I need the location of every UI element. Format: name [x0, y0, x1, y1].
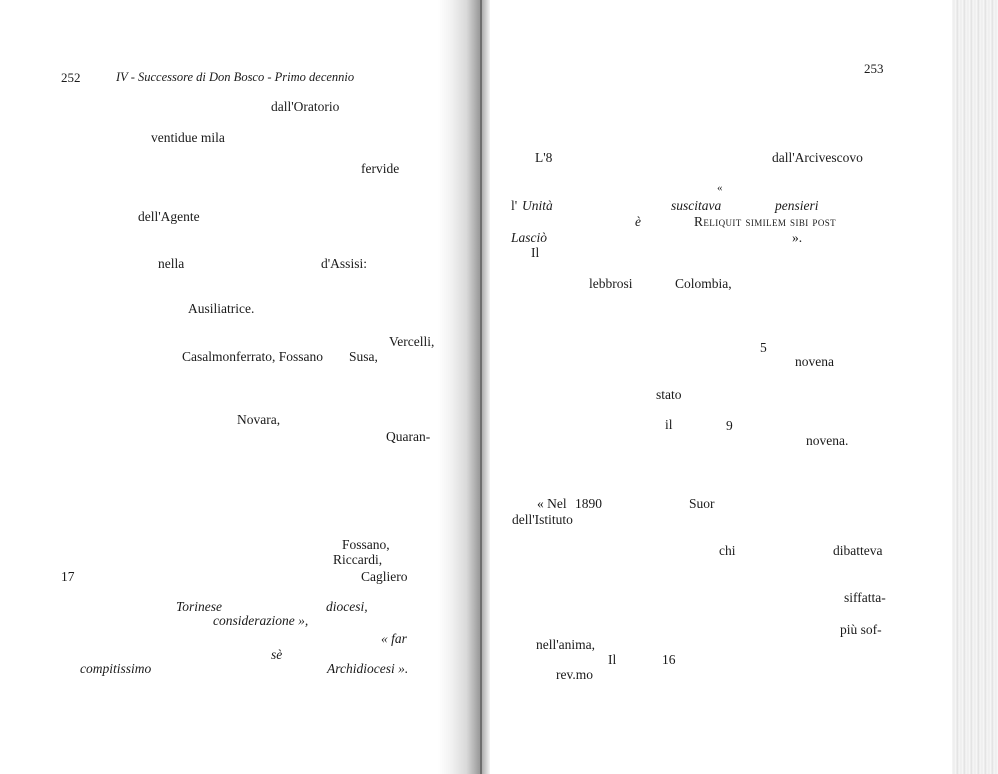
text-fragment: Il: [531, 245, 540, 260]
text-fragment: fervide: [361, 161, 400, 176]
text-fragment: dall'Arcivescovo: [772, 150, 863, 165]
text-fragment: dell'Agente: [138, 209, 200, 224]
text-fragment: più sof-: [840, 622, 882, 637]
text-fragment: nell'anima,: [536, 637, 596, 652]
text-fragment: Reliquit similem sibi post: [694, 214, 837, 229]
page-edge-stack: [952, 0, 998, 774]
text-fragment: Il: [608, 652, 617, 667]
text-fragment: lebbrosi: [589, 276, 633, 291]
text-fragment: 5: [760, 340, 767, 355]
text-fragment: rev.mo: [556, 667, 593, 682]
text-fragment: Suor: [689, 496, 715, 511]
text-fragment: il: [665, 417, 673, 432]
text-fragment: pensieri: [775, 198, 819, 213]
text-fragment: stato: [656, 387, 682, 402]
text-fragment: « Nel: [537, 496, 567, 511]
text-fragment: L'8: [535, 150, 553, 165]
text-fragment: dell'Istituto: [512, 512, 573, 527]
text-fragment: Archidiocesi ».: [327, 661, 409, 676]
book-fold-line: [480, 0, 482, 774]
text-fragment: Torinese: [176, 599, 223, 614]
text-fragment: 16: [662, 652, 676, 667]
page-number-left: 252: [61, 70, 81, 85]
text-fragment: novena: [795, 354, 834, 369]
text-fragment: nella: [158, 256, 185, 271]
text-fragment: Riccardi,: [333, 552, 383, 567]
page-number-right: 253: [864, 61, 884, 76]
text-fragment: «: [717, 182, 723, 194]
text-fragment: compitissimo: [80, 661, 152, 676]
text-fragment: Cagliero: [361, 569, 408, 584]
text-fragment: dall'Oratorio: [271, 99, 340, 114]
text-fragment: Susa,: [349, 349, 378, 364]
text-fragment: 17: [61, 569, 75, 584]
text-fragment: Ausiliatrice.: [188, 301, 255, 316]
text-fragment: Novara,: [237, 412, 281, 427]
text-fragment: 9: [726, 418, 733, 433]
text-fragment: d'Assisi:: [321, 256, 367, 271]
text-fragment: diocesi,: [326, 599, 368, 614]
text-fragment: « far: [381, 631, 407, 646]
text-fragment: 1890: [575, 496, 602, 511]
text-fragment: ventidue mila: [151, 130, 225, 145]
text-fragment: ».: [792, 230, 803, 245]
text-fragment: novena.: [806, 433, 849, 448]
text-fragment: dibatteva: [833, 543, 883, 558]
book-gutter-shadow: [438, 0, 490, 774]
text-fragment: Quaran-: [386, 429, 431, 444]
text-fragment: è: [635, 214, 641, 229]
text-fragment: considerazione »,: [213, 613, 309, 628]
running-header: IV - Successore di Don Bosco - Primo dec…: [116, 70, 355, 84]
text-fragment: Casalmonferrato, Fossano: [182, 349, 323, 364]
text-fragment: Vercelli,: [389, 334, 435, 349]
text-fragment: suscitava: [671, 198, 722, 213]
text-fragment: Colombia,: [675, 276, 732, 291]
text-fragment: siffatta-: [844, 590, 886, 605]
text-fragment: l': [511, 198, 518, 213]
text-fragment: Lasciò: [511, 230, 548, 245]
text-fragment: Unità: [522, 198, 553, 213]
text-fragment: sè: [271, 647, 283, 662]
text-fragment: Fossano,: [342, 537, 390, 552]
text-fragment: chi: [719, 543, 736, 558]
